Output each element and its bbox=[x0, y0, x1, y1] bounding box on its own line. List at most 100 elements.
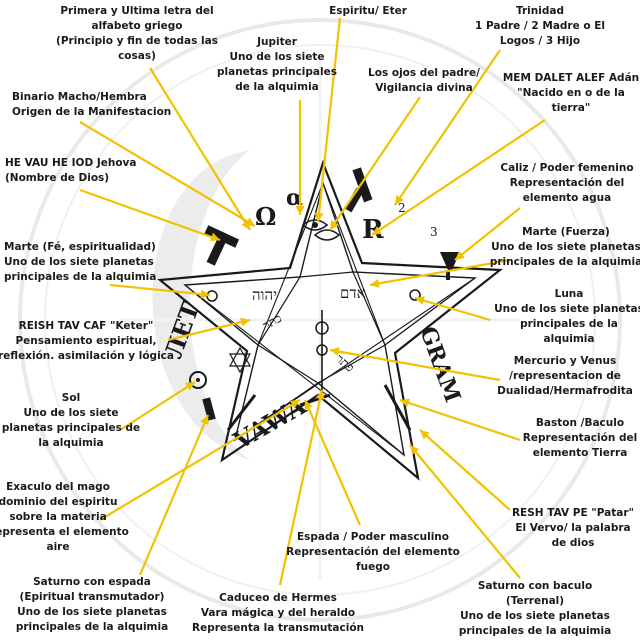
label-line: Uno de los siete bbox=[23, 407, 119, 419]
leader-arrow-line bbox=[79, 121, 256, 227]
leader-arrow-head bbox=[184, 382, 195, 391]
label-line: Trinidad bbox=[516, 5, 564, 17]
omega-symbol: Ω bbox=[255, 202, 276, 231]
leader-arrow-head bbox=[455, 250, 465, 260]
label-line: Vigilancia divina bbox=[375, 82, 473, 94]
label-line: planetas principales bbox=[217, 66, 337, 78]
hexagram-symbol bbox=[228, 353, 252, 374]
hebrew-adam-text: אדם bbox=[340, 284, 366, 302]
label-saturno-baculo: Saturno con baculo(Terrenal)Uno de los s… bbox=[459, 579, 611, 639]
label-line: alquimia bbox=[543, 333, 595, 345]
pentagram-strut bbox=[322, 182, 386, 346]
label-line: Representa el elemento bbox=[0, 526, 129, 538]
label-line: planetas principales de bbox=[1, 422, 141, 434]
resh-letter-symbol: R bbox=[362, 215, 384, 245]
label-he-vau: HE VAU HE IOD Jehova(Nombre de Dios) bbox=[5, 156, 136, 186]
label-line: dominio del espiritu bbox=[0, 496, 118, 508]
label-line: cosas) bbox=[118, 50, 156, 62]
label-line: Los ojos del padre/ bbox=[368, 67, 480, 79]
pentagram-center-pentagon bbox=[257, 271, 386, 384]
label-line: (Principio y fin de todas las bbox=[56, 35, 218, 47]
spirit-bar-symbol bbox=[344, 187, 364, 213]
label-line: de dios bbox=[551, 537, 595, 549]
label-line: Uno de los siete planetas bbox=[17, 606, 167, 618]
label-line: de la alquimia bbox=[235, 81, 319, 93]
label-line: principales de la alquimia bbox=[15, 621, 169, 633]
leader-arrow-line bbox=[371, 119, 546, 236]
leader-arrow-head bbox=[372, 226, 382, 235]
label-line: Uno de los siete planetas bbox=[460, 610, 610, 622]
label-line: principales de la alquimia bbox=[489, 256, 640, 268]
label-line: El Vervo/ la palabra bbox=[515, 522, 631, 534]
leader-arrow-line bbox=[278, 389, 324, 586]
leader-arrow-head bbox=[295, 206, 305, 215]
label-line: Representación del bbox=[522, 432, 638, 444]
label-line: Marte (Fuerza) bbox=[522, 226, 610, 238]
watermark-sun-rays bbox=[120, 60, 520, 580]
leader-arrow-line bbox=[369, 258, 511, 287]
label-line: Caduceo de Hermes bbox=[219, 592, 337, 604]
hebrew-yhvh-text: יהוה bbox=[252, 286, 277, 304]
tau-cross-symbol bbox=[206, 234, 228, 266]
label-line: "Nacido en o de la bbox=[517, 87, 625, 99]
arrow-layer bbox=[79, 17, 546, 586]
leader-arrow-line bbox=[399, 398, 521, 442]
label-line: (Epiritual transmutador) bbox=[19, 591, 165, 603]
label-line: Uno de los siete bbox=[229, 51, 325, 63]
label-line: elemento agua bbox=[522, 192, 612, 204]
trinity-numeral-symbol: 2 bbox=[398, 201, 406, 215]
label-line: RESH TAV PE "Patar" bbox=[511, 507, 635, 519]
leader-arrow-head bbox=[240, 317, 250, 327]
label-line: reflexión. asimilación y lógica bbox=[0, 350, 174, 362]
watermark-crescent-shape bbox=[152, 150, 250, 460]
label-line: Luna bbox=[554, 288, 584, 300]
leader-arrow-head bbox=[210, 232, 220, 242]
leader-arrow-head bbox=[370, 278, 380, 288]
label-espiritu-eter: Espiritu/ Eter bbox=[329, 4, 407, 19]
label-line: principales de la bbox=[520, 318, 618, 330]
label-line: Exaculo del mago bbox=[6, 481, 110, 493]
label-line: Mercurio y Venus bbox=[513, 355, 617, 367]
jupiter-symbol bbox=[206, 290, 218, 302]
gram-text: GRAM bbox=[414, 323, 465, 406]
leader-arrow-head bbox=[315, 390, 325, 400]
label-exaculo: Exaculo del mago dominio del espiritu sobr… bbox=[0, 480, 129, 555]
leader-arrow-head bbox=[304, 400, 313, 411]
label-line: /representacion de bbox=[509, 370, 621, 382]
leader-arrow-head bbox=[415, 296, 425, 305]
label-line: Representa la transmutación bbox=[191, 622, 365, 634]
leader-arrow-line bbox=[329, 348, 501, 382]
leader-arrow-line bbox=[303, 399, 362, 526]
leader-arrow-line bbox=[316, 17, 342, 223]
label-line: Uno de los siete planetas bbox=[4, 256, 154, 268]
leader-arrow-line bbox=[79, 188, 221, 242]
staff-symbol bbox=[383, 384, 412, 431]
label-line: Baston /Baculo bbox=[535, 417, 625, 429]
eye-symbol bbox=[301, 219, 329, 231]
label-line: Representación del bbox=[509, 177, 625, 189]
leader-arrow-line bbox=[149, 67, 251, 231]
leader-arrow-line bbox=[138, 414, 210, 576]
leader-arrow-line bbox=[119, 381, 196, 431]
leader-arrow-line bbox=[454, 207, 521, 261]
trinity-numeral-symbol: 3 bbox=[430, 225, 438, 239]
leader-arrow-head bbox=[314, 212, 324, 222]
label-line: sobre la materia bbox=[9, 511, 107, 523]
watermark-inner-circle bbox=[44, 44, 596, 596]
label-line: Espiritu/ Eter bbox=[329, 5, 407, 17]
leader-arrow-head bbox=[410, 445, 420, 455]
label-saturno-espada: Saturno con espada(Epiritual transmutado… bbox=[16, 575, 168, 635]
alpha-symbol: α bbox=[286, 185, 303, 211]
leader-arrow-head bbox=[244, 217, 255, 226]
label-line: (Terrenal) bbox=[505, 595, 565, 607]
moon-symbol bbox=[409, 289, 421, 301]
watermark-outer-circle bbox=[18, 18, 622, 622]
